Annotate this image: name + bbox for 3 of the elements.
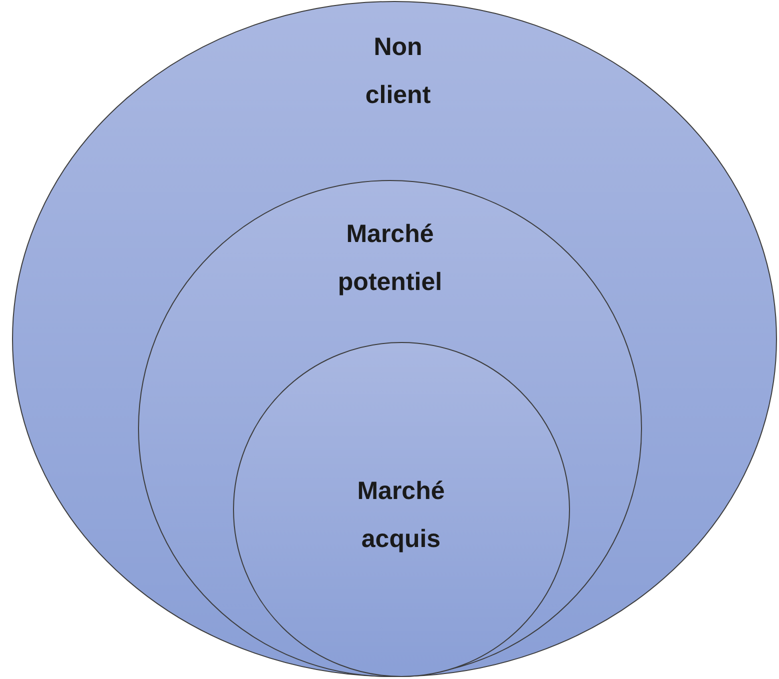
region-label: Non client: [364, 32, 432, 111]
region-label: Marché potentiel: [336, 219, 444, 298]
region-label: Marché acquis: [356, 476, 446, 555]
